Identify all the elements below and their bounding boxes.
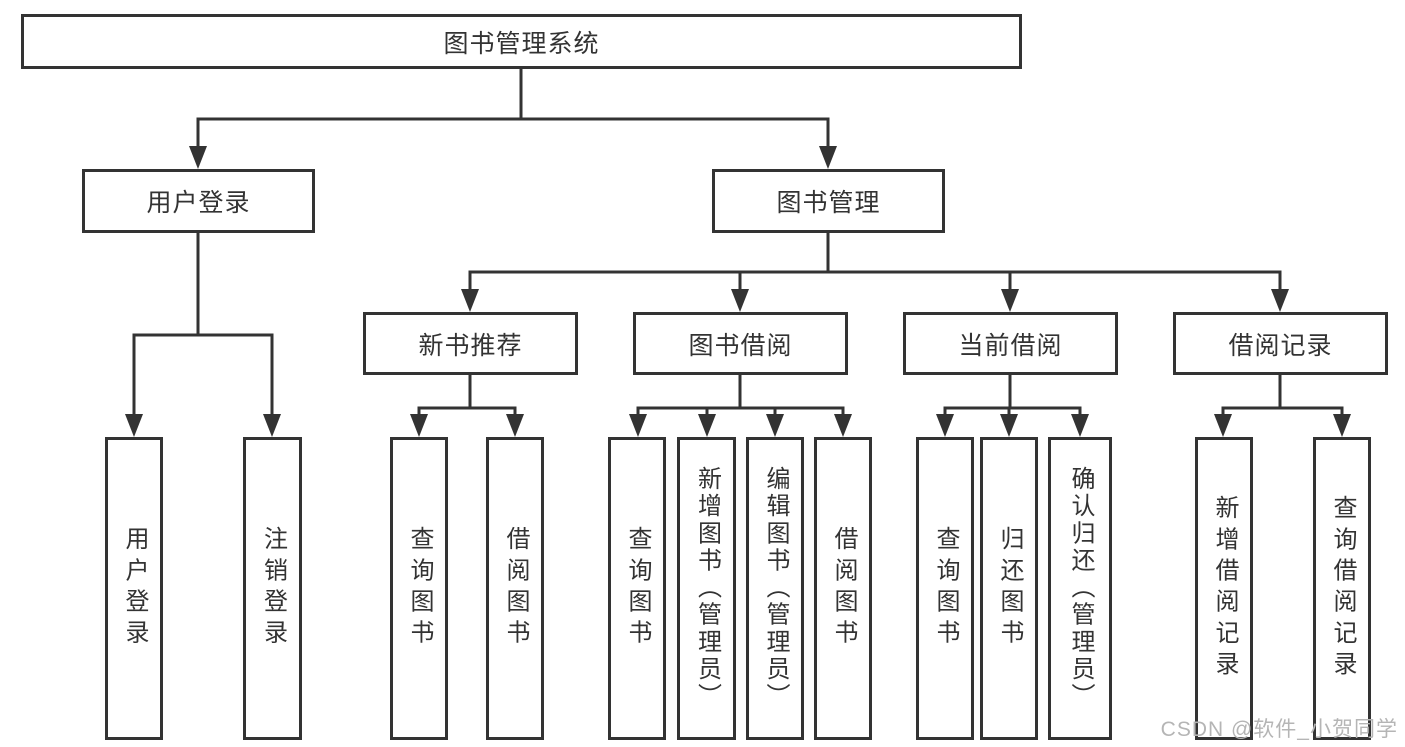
node-label: 编辑图书（管理员）: [762, 466, 789, 711]
leaf-query-books-current: 查询图书: [916, 437, 974, 740]
node-label: 当前借阅: [958, 331, 1063, 360]
watermark: CSDN @软件_小贺同学: [1160, 718, 1398, 741]
leaf-user-login: 用户登录: [105, 437, 163, 740]
node-label: 归还图书: [996, 526, 1023, 651]
node-label: 借阅图书: [502, 526, 529, 651]
leaf-query-books-borrow: 查询图书: [608, 437, 666, 740]
leaf-borrow-books-recommend: 借阅图书: [486, 437, 544, 740]
node-label: 注销登录: [259, 526, 287, 651]
node-label: 图书管理: [776, 189, 881, 217]
node-book-management: 图书管理: [712, 169, 945, 233]
leaf-borrow-books: 借阅图书: [814, 437, 872, 740]
node-label: 新增图书（管理员）: [693, 466, 721, 711]
leaf-edit-book-admin: 编辑图书（管理员）: [746, 437, 804, 740]
node-label: 查询图书: [932, 526, 959, 651]
node-book-borrowing: 图书借阅: [633, 312, 848, 375]
node-label: 用户登录: [146, 189, 251, 217]
node-label: 借阅图书: [830, 526, 857, 651]
node-label: 图书管理系统: [443, 29, 600, 58]
node-label: 新书推荐: [418, 331, 523, 360]
leaf-query-books-recommend: 查询图书: [390, 437, 448, 740]
node-label: 图书借阅: [688, 331, 793, 360]
node-label: 用户登录: [121, 526, 148, 651]
node-new-book-recommendation: 新书推荐: [363, 312, 578, 375]
node-label: 查询图书: [624, 526, 651, 651]
node-user-login: 用户登录: [82, 169, 315, 233]
node-label: 借阅记录: [1228, 331, 1333, 360]
leaf-add-borrow-record: 新增借阅记录: [1195, 437, 1253, 740]
leaf-confirm-return-admin: 确认归还（管理员）: [1048, 437, 1112, 740]
node-library-system: 图书管理系统: [21, 14, 1022, 69]
node-label: 确认归还（管理员）: [1067, 466, 1094, 711]
leaf-query-borrow-record: 查询借阅记录: [1313, 437, 1371, 740]
node-current-borrowing: 当前借阅: [903, 312, 1118, 375]
leaf-add-book-admin: 新增图书（管理员）: [677, 437, 736, 740]
leaf-logout: 注销登录: [243, 437, 302, 740]
leaf-return-books: 归还图书: [980, 437, 1038, 740]
node-label: 查询图书: [406, 526, 433, 651]
node-borrowing-records: 借阅记录: [1173, 312, 1388, 375]
node-label: 新增借阅记录: [1211, 494, 1238, 683]
node-label: 查询借阅记录: [1329, 494, 1356, 683]
